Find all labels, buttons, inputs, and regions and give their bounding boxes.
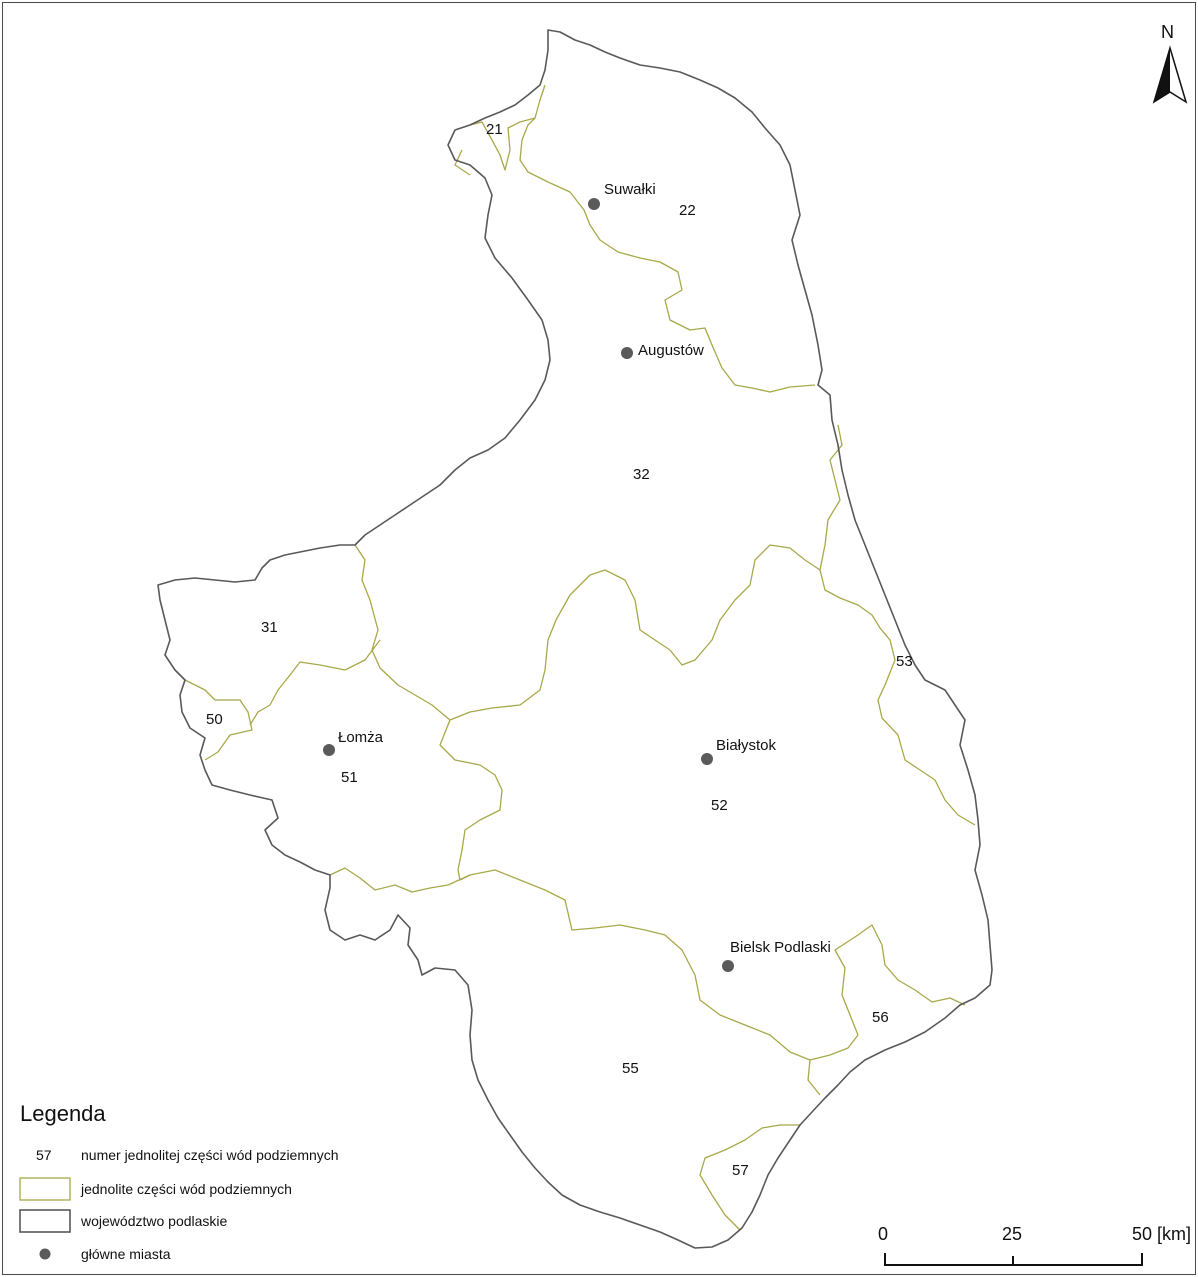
gwb-boundary-52-55	[469, 869, 859, 1061]
scale-bar: 0 25 50 [km]	[878, 1224, 1191, 1266]
region-number-53: 53	[896, 653, 913, 670]
city-marker-augustow	[621, 347, 633, 359]
voivodeship-outline	[157, 29, 993, 1249]
north-arrow-label: N	[1161, 22, 1174, 42]
legend-gwb-swatch	[19, 1177, 71, 1201]
city-marker-lomza	[323, 744, 335, 756]
gwb-boundary-32-52	[354, 544, 976, 826]
city-label-lomza: Łomża	[338, 729, 384, 746]
city-marker-bielsk	[722, 960, 734, 972]
gwb-boundary-50	[184, 679, 253, 761]
legend-number-symbol: 57	[36, 1147, 52, 1163]
legend-city-label: główne miasta	[81, 1246, 171, 1262]
region-number-56: 56	[872, 1009, 889, 1026]
gwb-boundary-51-52	[439, 719, 503, 881]
legend-city-marker	[39, 1248, 51, 1260]
city-label-bielsk: Bielsk Podlaski	[730, 939, 831, 956]
gwb-boundaries	[184, 84, 976, 1231]
gwb-boundary-31-51	[249, 639, 381, 726]
gwb-boundary-21-22	[519, 84, 816, 393]
region-number-57: 57	[732, 1162, 749, 1179]
gwb-boundary-21	[469, 117, 536, 171]
city-marker-suwalki	[588, 198, 600, 210]
region-number-21: 21	[486, 121, 503, 138]
region-number-50: 50	[206, 711, 223, 728]
cities: Suwałki Augustów Łomża Białystok Bielsk …	[323, 181, 831, 972]
gwb-boundary-57	[699, 1124, 800, 1231]
region-number-51: 51	[341, 769, 358, 786]
north-arrow: N	[1152, 22, 1188, 104]
gwb-boundary-32-53	[819, 424, 843, 571]
region-number-52: 52	[711, 797, 728, 814]
city-label-bialystok: Białystok	[716, 737, 777, 754]
gwb-boundary-51-55	[329, 867, 471, 893]
gwb-boundary-56	[834, 924, 966, 1036]
legend-voiv-swatch	[19, 1209, 71, 1233]
legend-number-label: numer jednolitej części wód podziemnych	[81, 1147, 339, 1163]
region-number-55: 55	[622, 1060, 639, 1077]
legend-title: Legenda	[20, 1101, 106, 1126]
region-numbers: 21 22 32 31 53 50 51 52 56 55 57	[206, 121, 913, 1179]
scale-bar-line	[884, 1253, 1143, 1266]
scale-tick-25: 25	[1002, 1224, 1022, 1244]
city-marker-bialystok	[701, 753, 713, 765]
city-label-suwalki: Suwałki	[604, 181, 656, 198]
gwb-boundary-55-56	[807, 1059, 821, 1096]
legend-gwb-label: jednolite części wód podziemnych	[80, 1181, 292, 1197]
gwb-boundary-21b	[454, 149, 471, 176]
region-number-31: 31	[261, 619, 278, 636]
region-number-22: 22	[679, 202, 696, 219]
legend-voiv-label: województwo podlaskie	[80, 1213, 228, 1229]
legend: Legenda 57 numer jednolitej części wód p…	[19, 1101, 339, 1262]
region-number-32: 32	[633, 466, 650, 483]
city-label-augustow: Augustów	[638, 342, 704, 359]
scale-tick-50: 50 [km]	[1132, 1224, 1191, 1244]
scale-tick-0: 0	[878, 1224, 888, 1244]
